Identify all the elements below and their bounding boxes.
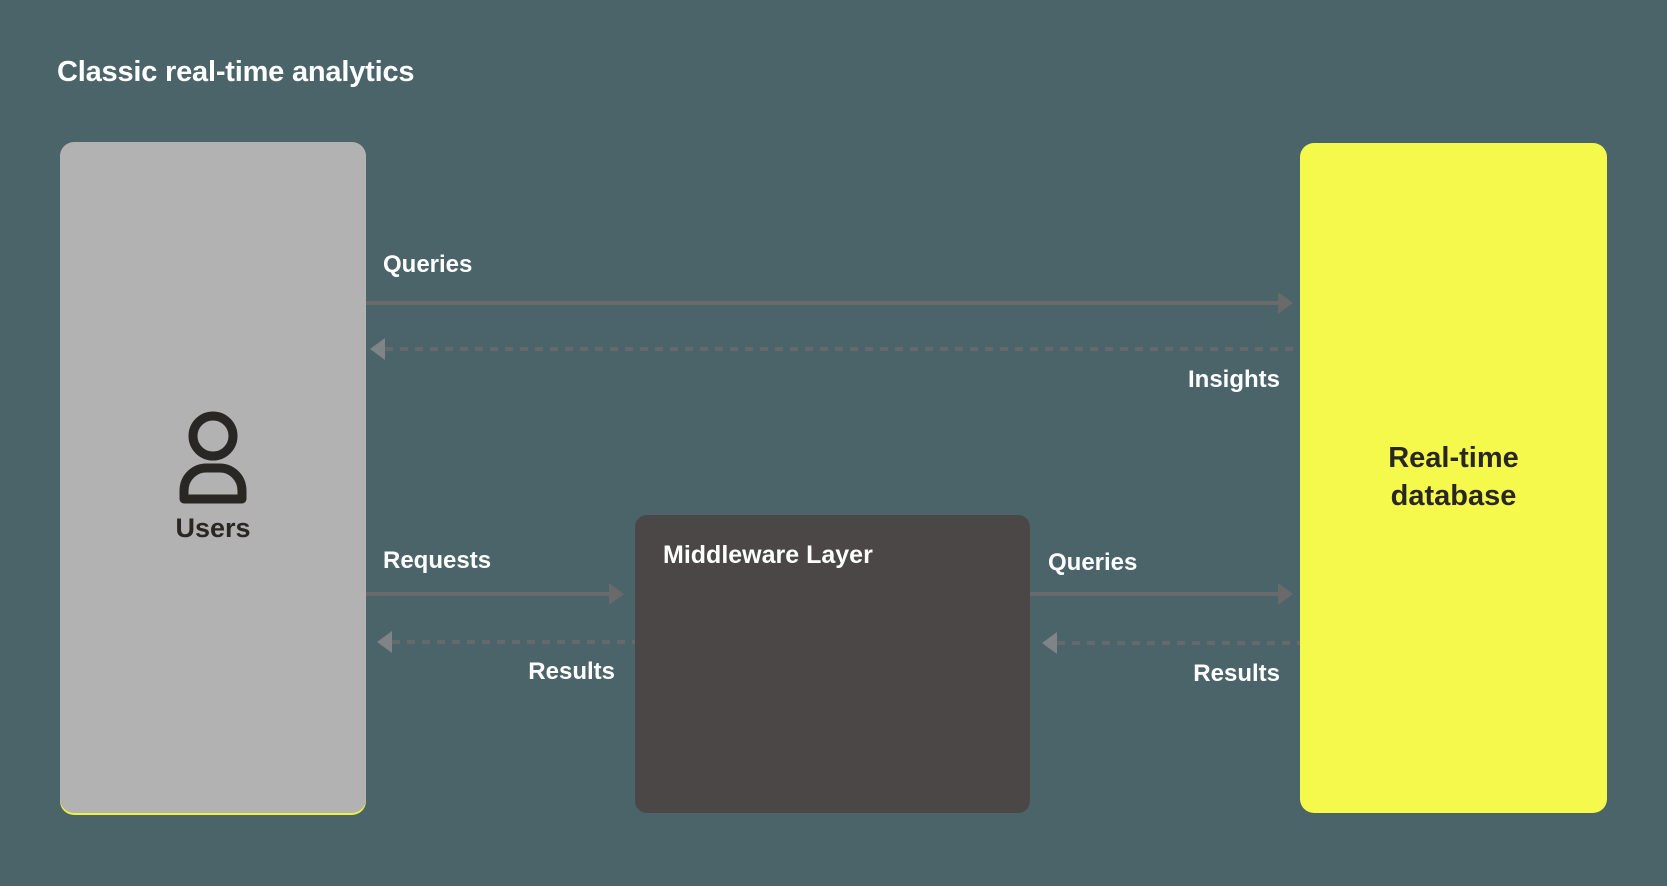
flow-insights-line <box>385 347 1300 351</box>
flow-results-right-arrowhead-icon <box>1042 632 1057 654</box>
flow-label-insights: Insights <box>1187 366 1280 393</box>
flow-queries-right-line <box>1030 592 1278 596</box>
flow-results-right-line <box>1057 641 1300 645</box>
diagram-title: Classic real-time analytics <box>57 56 415 88</box>
flow-label-results-left: Results <box>528 658 615 685</box>
flow-label-queries-top: Queries <box>383 251 473 278</box>
node-database: Real-time database <box>1300 143 1607 813</box>
flow-requests-line <box>366 592 609 596</box>
flow-label-queries-right: Queries <box>1048 549 1138 576</box>
node-users-label: Users <box>175 513 251 543</box>
flow-label-results-right: Results <box>1193 660 1280 687</box>
flow-insights-arrowhead-icon <box>370 338 385 360</box>
node-middleware: Middleware Layer <box>635 515 1030 813</box>
flow-queries-top-arrowhead-icon <box>1278 292 1293 314</box>
flow-queries-right-arrowhead-icon <box>1278 583 1293 605</box>
node-middleware-label: Middleware Layer <box>663 541 873 569</box>
node-database-label: Real-time database <box>1388 442 1519 512</box>
flow-queries-top-line <box>366 301 1278 305</box>
flow-results-left-arrowhead-icon <box>377 631 392 653</box>
flow-results-left-line <box>392 640 635 644</box>
user-icon <box>179 411 247 504</box>
flow-requests-arrowhead-icon <box>609 583 624 605</box>
node-users: Users <box>60 142 366 813</box>
flow-label-requests: Requests <box>383 547 492 574</box>
